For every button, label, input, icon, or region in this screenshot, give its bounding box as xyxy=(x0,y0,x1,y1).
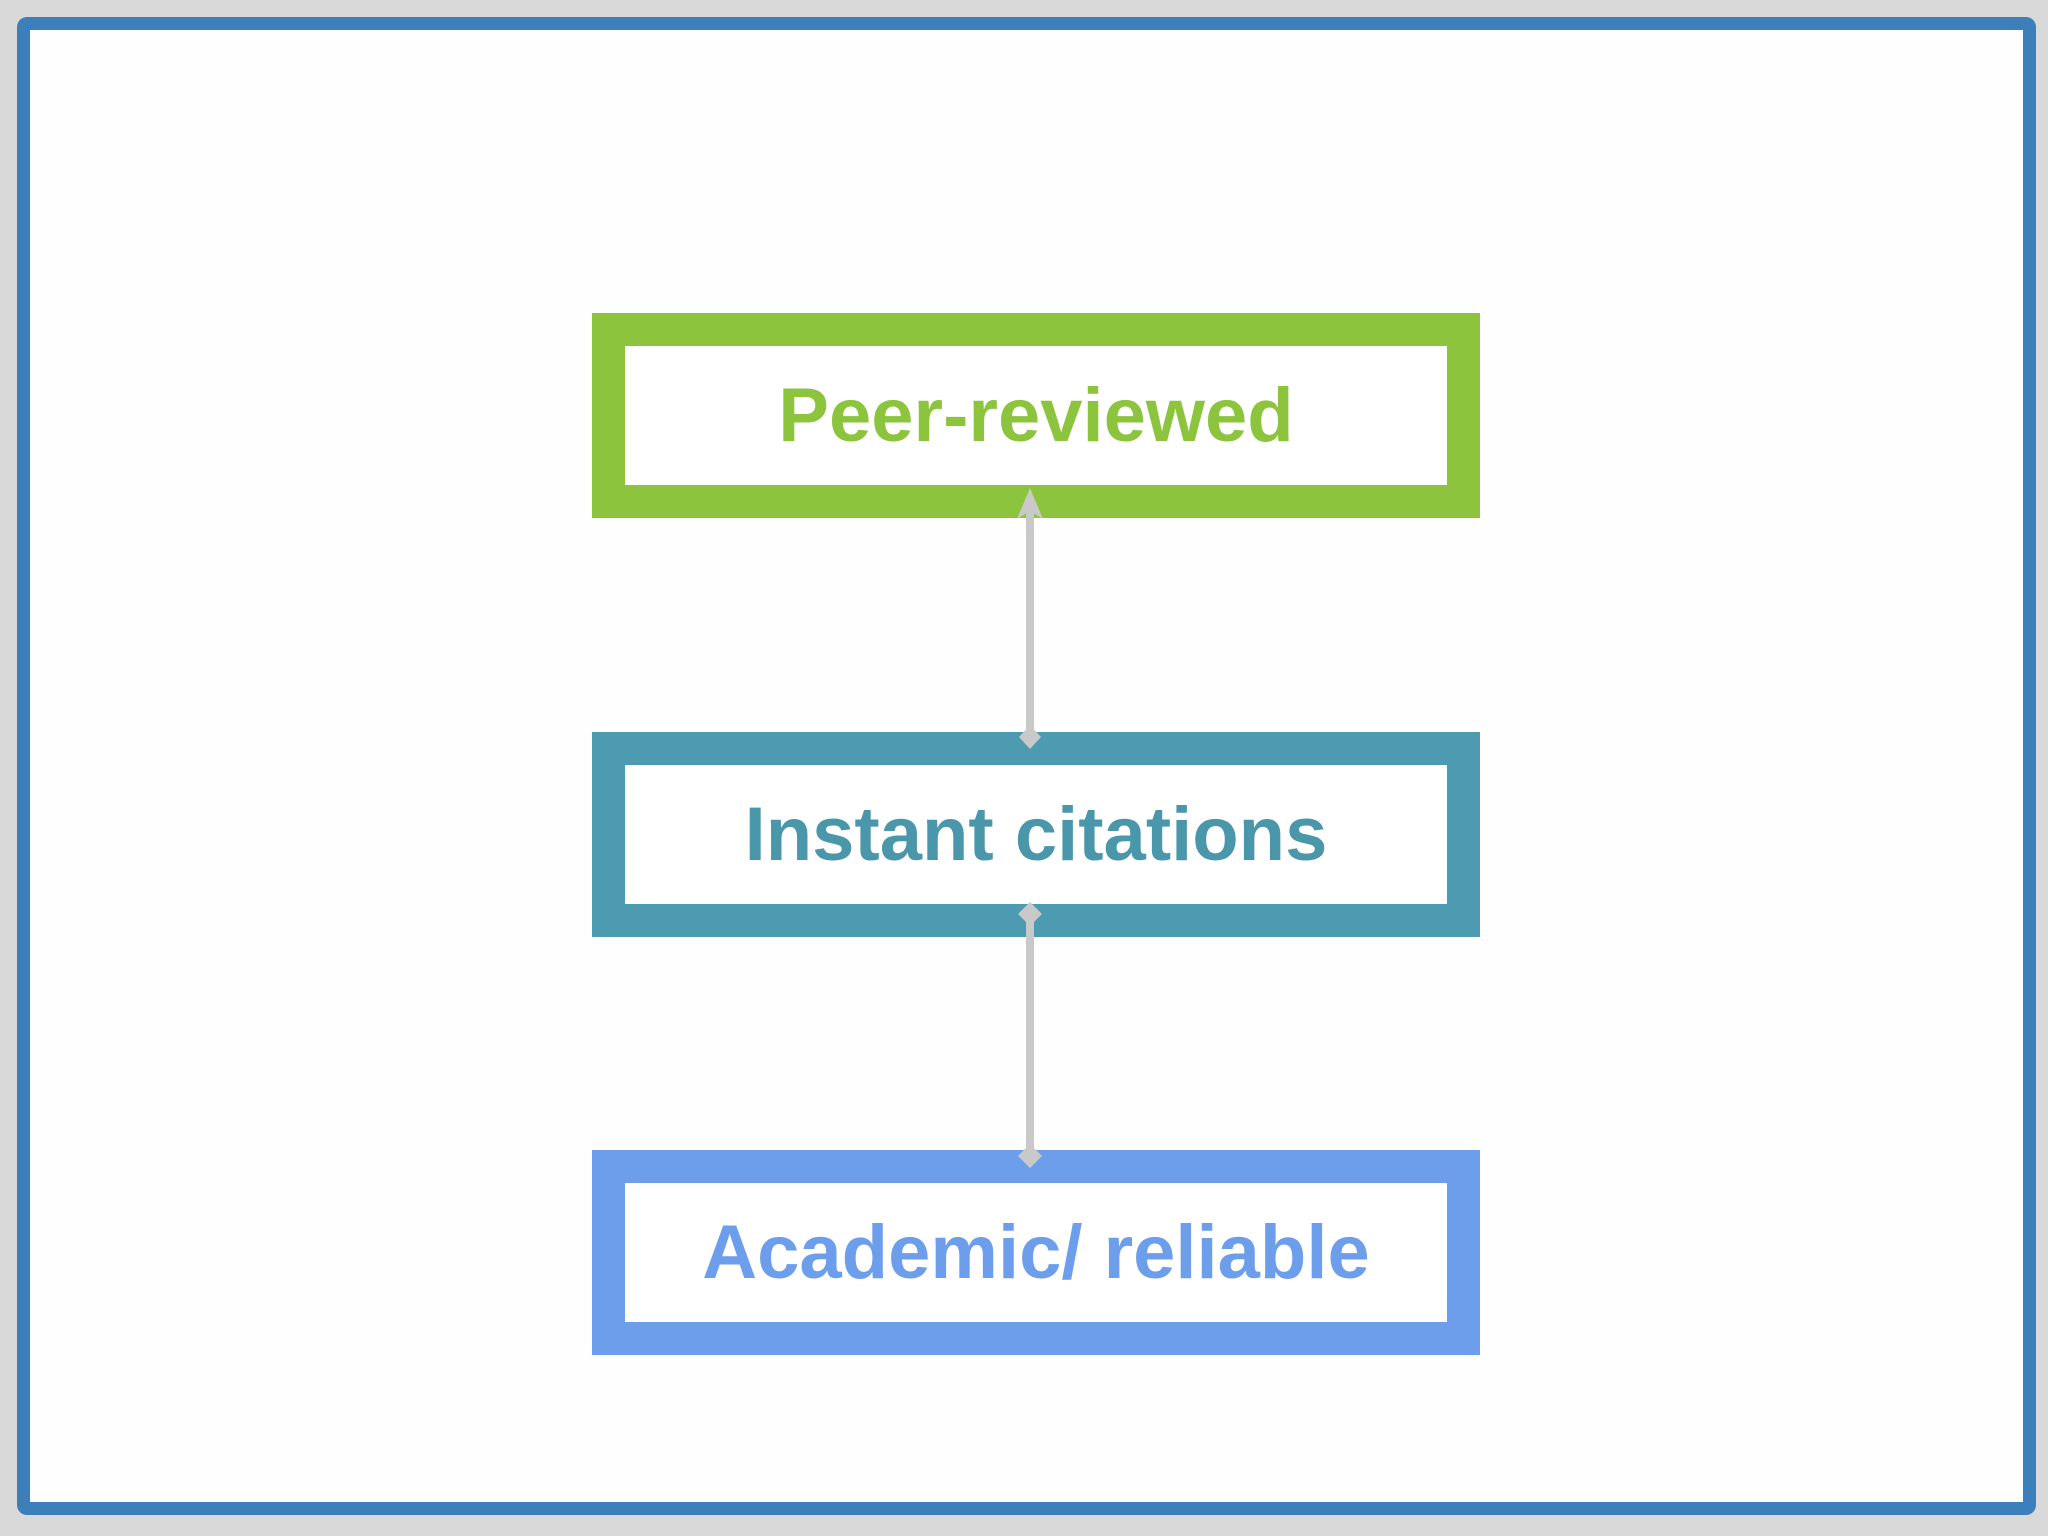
node-peer-reviewed[interactable]: Peer-reviewed xyxy=(592,313,1480,518)
node-peer-reviewed-label: Peer-reviewed xyxy=(778,373,1294,458)
diamond-endpoint-icon xyxy=(1018,902,1042,926)
node-academic-reliable[interactable]: Academic/ reliable xyxy=(592,1150,1480,1355)
connector-citations-to-academic[interactable] xyxy=(1010,898,1050,1172)
arrowhead-up-icon xyxy=(1017,488,1043,519)
diamond-endpoint-icon xyxy=(1018,1144,1042,1168)
connector-peer-to-citations[interactable] xyxy=(1010,486,1050,756)
node-academic-reliable-label: Academic/ reliable xyxy=(702,1210,1370,1295)
diamond-endpoint-icon xyxy=(1019,725,1041,749)
node-instant-citations-label: Instant citations xyxy=(744,792,1328,877)
node-instant-citations[interactable]: Instant citations xyxy=(592,732,1480,937)
